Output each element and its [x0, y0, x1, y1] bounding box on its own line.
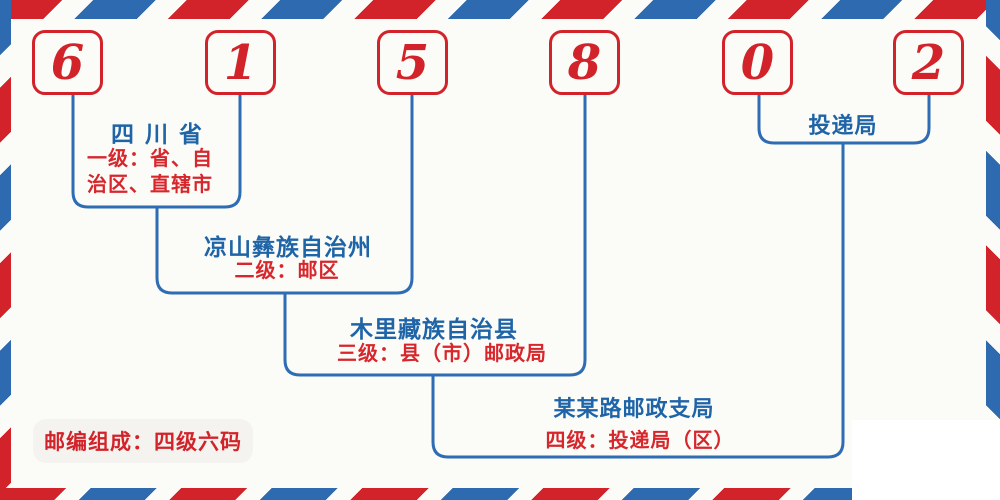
- digit-value: 1: [223, 34, 258, 91]
- digit-value: 6: [50, 34, 85, 91]
- digit-box-2: 1: [205, 30, 276, 95]
- digit-value: 5: [395, 34, 430, 91]
- digit-value: 0: [740, 34, 775, 91]
- level1-region-name: 四川省: [111, 121, 213, 147]
- bracket-level-3: [283, 95, 587, 377]
- bracket-delivery-bureau: [757, 95, 931, 145]
- bracket-level-4: [431, 143, 845, 459]
- level4-region-name: 某某路邮政支局: [553, 396, 715, 421]
- level3-description: 三级：县（市）邮政局: [337, 343, 547, 365]
- level1-description-line2: 治区、直辖市: [87, 174, 213, 196]
- bottom-right-blank-area: [852, 420, 1000, 500]
- postal-composition-badge: 邮编组成：四级六码: [33, 419, 253, 463]
- level4-description: 四级：投递局（区）: [545, 430, 735, 452]
- postal-composition-badge-label: 邮编组成：四级六码: [44, 431, 242, 454]
- digit-box-1: 6: [32, 30, 103, 95]
- level2-description: 二级：邮区: [234, 260, 340, 282]
- digit-box-4: 8: [549, 30, 620, 95]
- delivery-bureau-label: 投递局: [808, 113, 878, 138]
- digit-value: 8: [567, 34, 602, 91]
- digit-box-5: 0: [722, 30, 793, 95]
- digit-value: 2: [911, 34, 946, 91]
- level2-region-name: 凉山彝族自治州: [204, 234, 372, 260]
- level1-description-line1: 一级：省、自: [87, 148, 213, 170]
- digit-box-3: 5: [377, 30, 448, 95]
- level3-region-name: 木里藏族自治县: [350, 316, 518, 342]
- digit-box-6: 2: [893, 30, 964, 95]
- level1-description: 一级：省、自 治区、直辖市: [87, 146, 213, 198]
